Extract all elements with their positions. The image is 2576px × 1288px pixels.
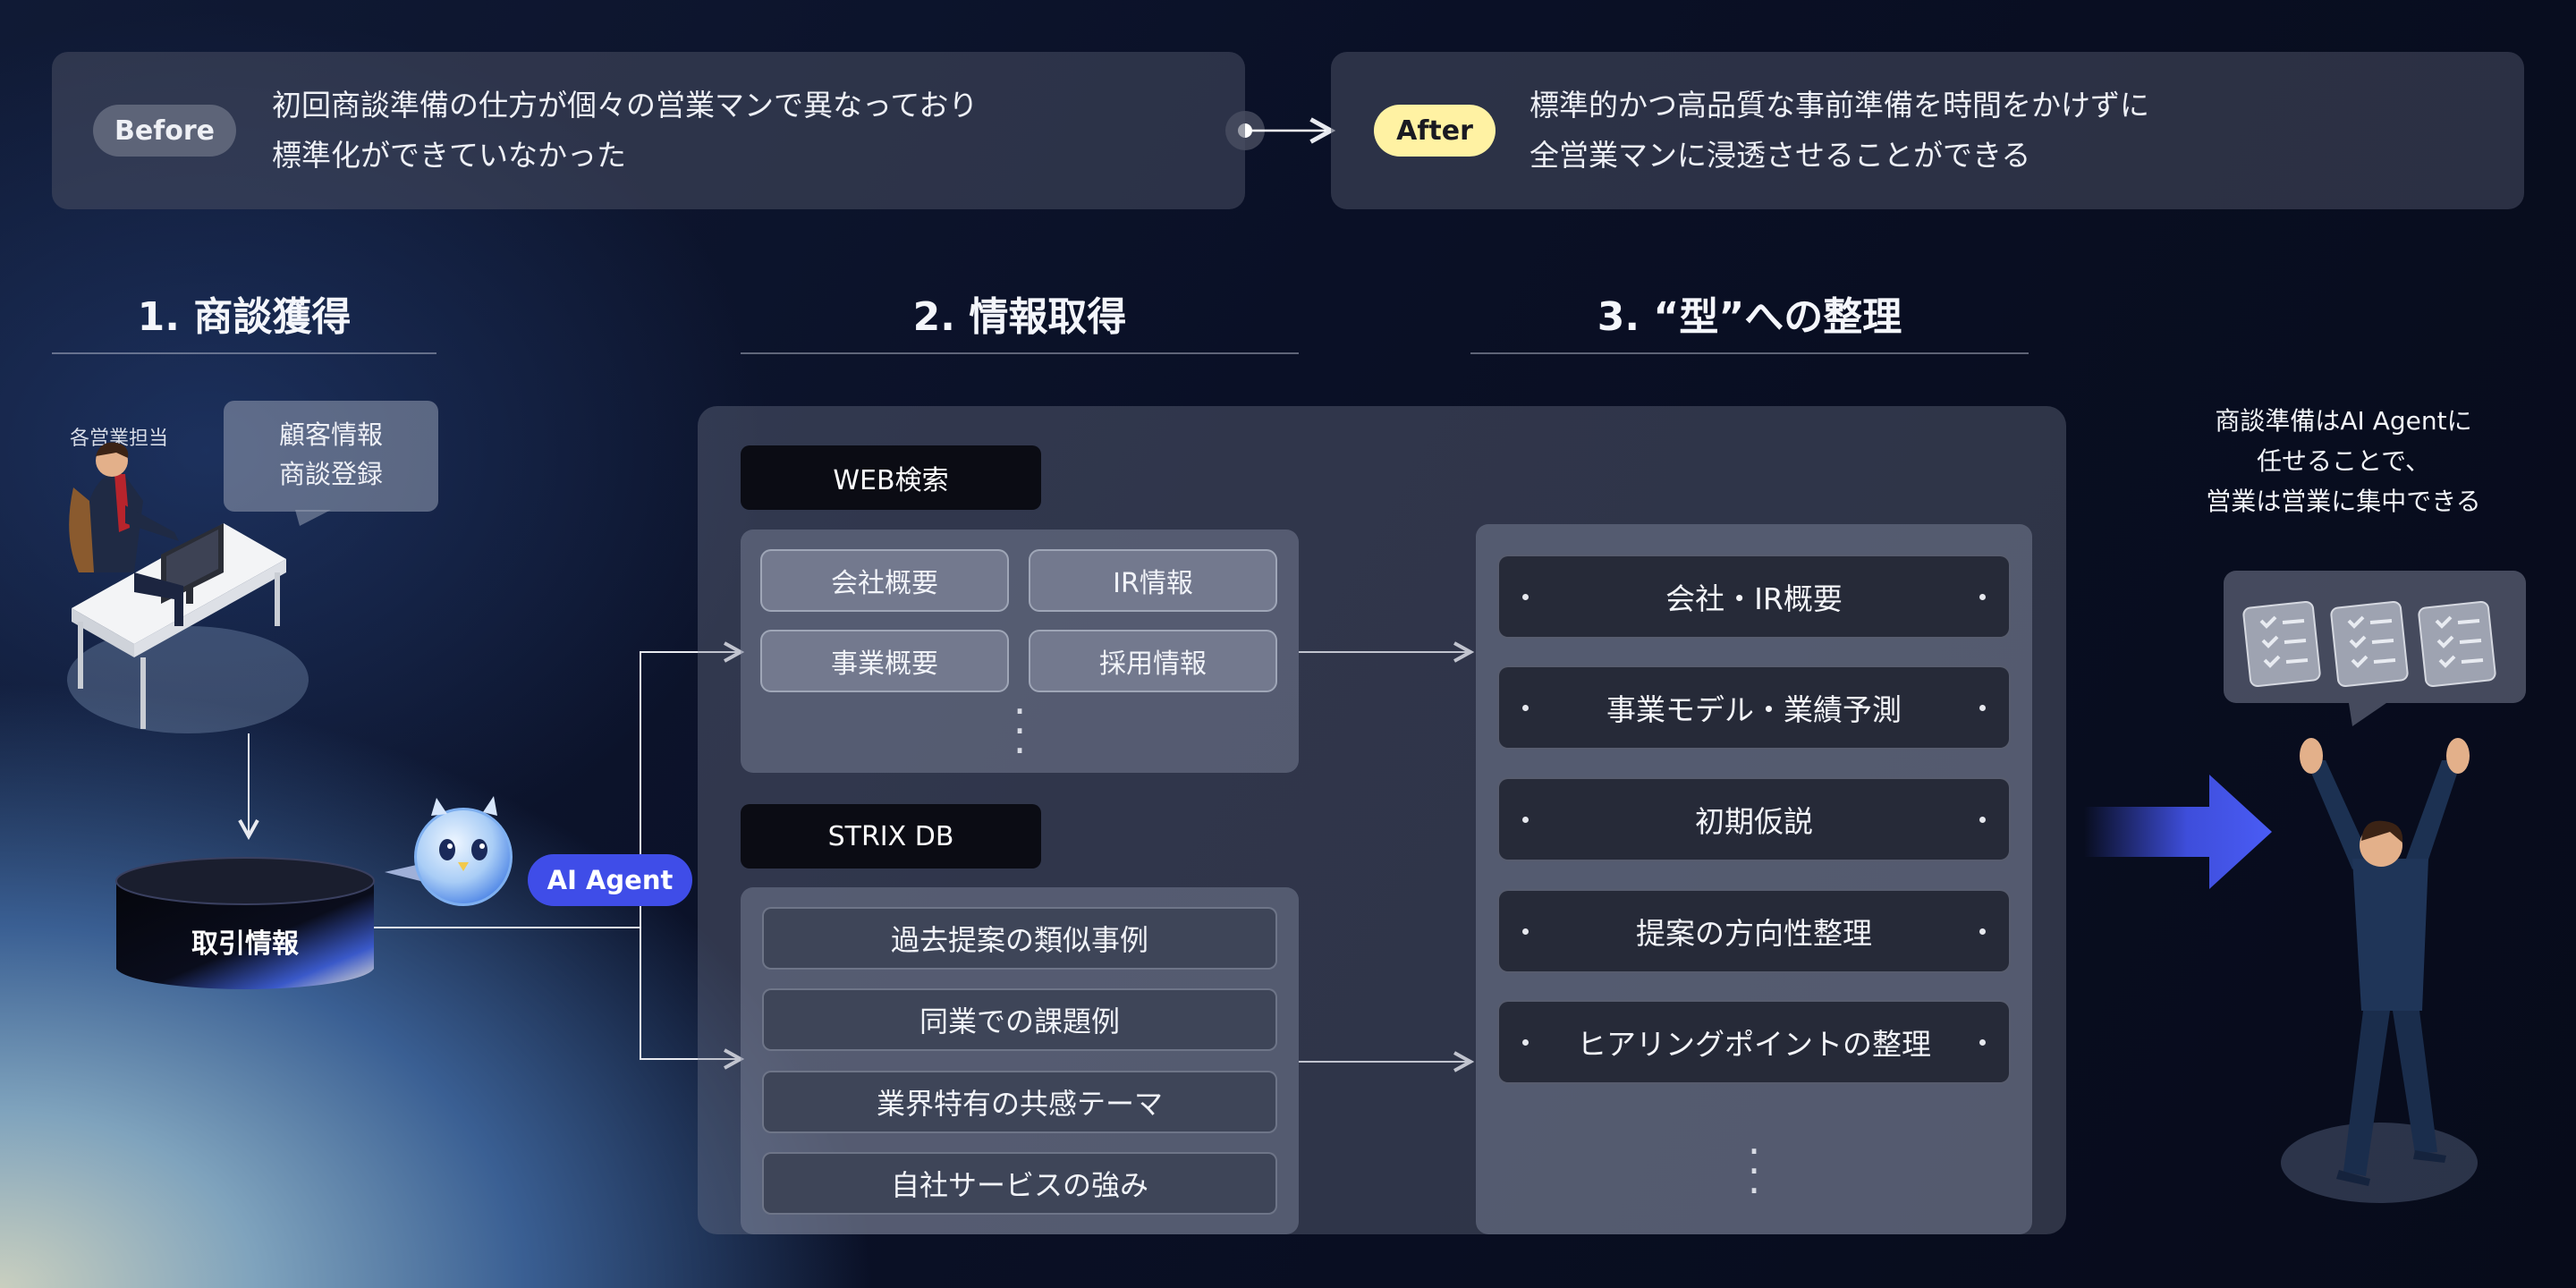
db-label: 取引情報	[191, 928, 299, 960]
strix-db-tag: STRIX DB	[741, 804, 1041, 869]
strix-item-service-strengths: 自社サービスの強み	[762, 1152, 1277, 1215]
bullet-dot	[1522, 928, 1529, 935]
strix-db-group: 過去提案の類似事例 同業での課題例 業界特有の共感テーマ 自社サービスの強み	[741, 887, 1299, 1234]
output-item-hearing-points: ヒアリングポイントの整理	[1497, 1000, 2011, 1084]
output-group: 会社・IR概要 事業モデル・業績予測 初期仮説 提案の方向性整理 ヒアリングポイ…	[1476, 524, 2032, 1234]
web-search-tag: WEB検索	[741, 445, 1041, 510]
bullet-dot	[1979, 705, 1986, 711]
after-pill: After	[1374, 105, 1496, 157]
web-search-group: 会社概要 IR情報 事業概要 採用情報 ···	[741, 530, 1299, 773]
before-text: 初回商談準備の仕方が個々の営業マンで異なっており 標準化ができていなかった	[272, 88, 979, 173]
bullet-dot	[1979, 594, 1986, 600]
strix-item-similar-cases: 過去提案の類似事例	[762, 907, 1277, 970]
ai-agent-pill: AI Agent	[528, 854, 692, 906]
bullet-dot	[1522, 1039, 1529, 1046]
strix-item-industry-issues: 同業での課題例	[762, 988, 1277, 1051]
strix-item-empathy-themes: 業界特有の共感テーマ	[762, 1071, 1277, 1133]
before-pill: Before	[93, 105, 236, 157]
web-item-ir-info: IR情報	[1029, 549, 1277, 612]
bullet-dot	[1979, 1039, 1986, 1046]
section-underline-1	[52, 352, 436, 354]
section-title-2: 2. 情報取得	[912, 294, 1127, 340]
output-item-business-model: 事業モデル・業績予測	[1497, 665, 2011, 750]
before-bar: Before 初回商談準備の仕方が個々の営業マンで異なっており 標準化ができてい…	[52, 52, 1245, 209]
section-title-3: 3. “型”への整理	[1597, 294, 1902, 340]
result-caption: 商談準備はAI Agentに 任せることで、 営業は営業に集中できる	[2206, 406, 2481, 516]
section-underline-2	[741, 352, 1299, 354]
speech-bubble: 顧客情報 商談登録	[224, 401, 438, 512]
output-item-company-ir: 会社・IR概要	[1497, 555, 2011, 639]
big-arrow	[2084, 775, 2272, 889]
output-item-proposal-direction: 提案の方向性整理	[1497, 889, 2011, 973]
bullet-dot	[1522, 817, 1529, 823]
bullet-dot	[1979, 928, 1986, 935]
bullet-dot	[1979, 817, 1986, 823]
after-bar: After 標準的かつ高品質な事前準備を時間をかけずに 全営業マンに浸透させるこ…	[1331, 52, 2524, 209]
bullet-dot	[1522, 594, 1529, 600]
section-underline-3	[1470, 352, 2029, 354]
web-item-recruiting-info: 採用情報	[1029, 630, 1277, 692]
web-item-business-overview: 事業概要	[760, 630, 1009, 692]
bullet-dot	[1522, 705, 1529, 711]
web-item-company-overview: 会社概要	[760, 549, 1009, 612]
output-item-initial-hypothesis: 初期仮説	[1497, 777, 2011, 861]
after-text: 標準的かつ高品質な事前準備を時間をかけずに 全営業マンに浸透させることができる	[1530, 88, 2149, 173]
section-title-1: 1. 商談獲得	[137, 294, 352, 340]
